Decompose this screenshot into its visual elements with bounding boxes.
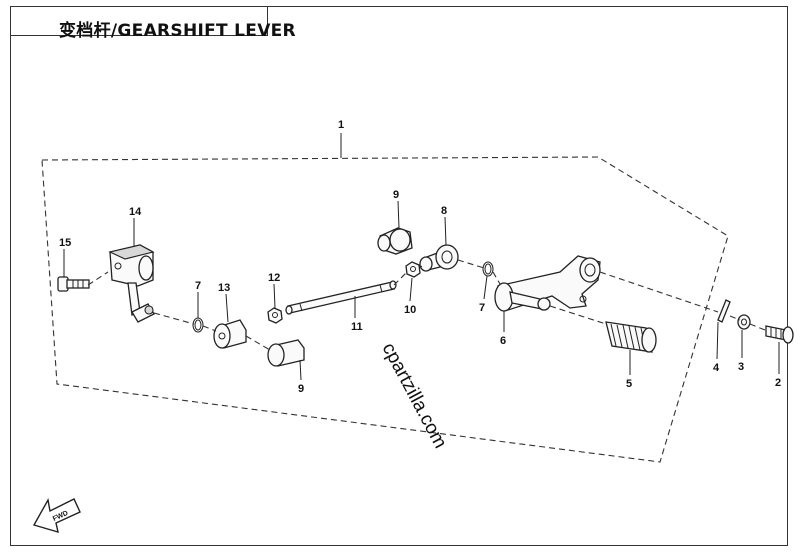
part-3-washer <box>737 314 751 330</box>
callout-2: 2 <box>775 377 781 389</box>
assembly-boundary <box>41 156 729 463</box>
part-7-circlip-right <box>482 261 494 277</box>
callout-5: 5 <box>626 378 632 390</box>
part-2-pivot-bolt <box>765 325 794 344</box>
part-13-pivot-collar <box>213 319 247 349</box>
part-9-rod-end-lower <box>267 339 305 367</box>
callout-8: 8 <box>441 205 447 217</box>
part-6-shift-pedal-lever <box>494 255 601 312</box>
part-4-washer-plate <box>717 299 731 323</box>
part-14-lever-arm <box>108 244 155 323</box>
diagram-frame <box>10 6 788 546</box>
callouts: 1 2 3 4 5 6 7 7 8 9 9 10 11 12 13 14 15 <box>59 119 781 395</box>
part-12-nut <box>267 307 283 324</box>
part-15-bolt <box>57 276 90 292</box>
callout-1: 1 <box>338 119 344 131</box>
part-11-shift-rod <box>285 280 397 315</box>
callout-6: 6 <box>500 335 506 347</box>
callout-11: 11 <box>351 321 363 333</box>
fwd-arrow-icon: FWD <box>32 497 81 534</box>
diagram-title: 变档杆/GEARSHIFT LEVER <box>59 21 296 41</box>
callout-7-left: 7 <box>195 280 201 292</box>
part-9-rod-end-upper <box>377 227 413 255</box>
callout-12: 12 <box>268 272 280 284</box>
callout-4: 4 <box>713 362 720 374</box>
callout-7-right: 7 <box>479 302 485 314</box>
title-box: 变档杆/GEARSHIFT LEVER <box>10 6 296 41</box>
callout-15: 15 <box>59 237 71 249</box>
callout-9-upper: 9 <box>393 189 399 201</box>
callout-3: 3 <box>738 361 744 373</box>
callout-13: 13 <box>218 282 230 294</box>
callout-14: 14 <box>129 206 142 218</box>
part-10-nut <box>405 261 421 278</box>
part-8-rod-end-joint <box>419 244 459 272</box>
watermark-text: cpartzilla.com <box>378 339 451 451</box>
part-5-pedal-rubber <box>605 321 657 353</box>
alignment-lines <box>87 259 766 351</box>
callout-9-lower: 9 <box>298 383 304 395</box>
callout-10: 10 <box>404 304 416 316</box>
part-7-circlip-left <box>192 317 204 333</box>
